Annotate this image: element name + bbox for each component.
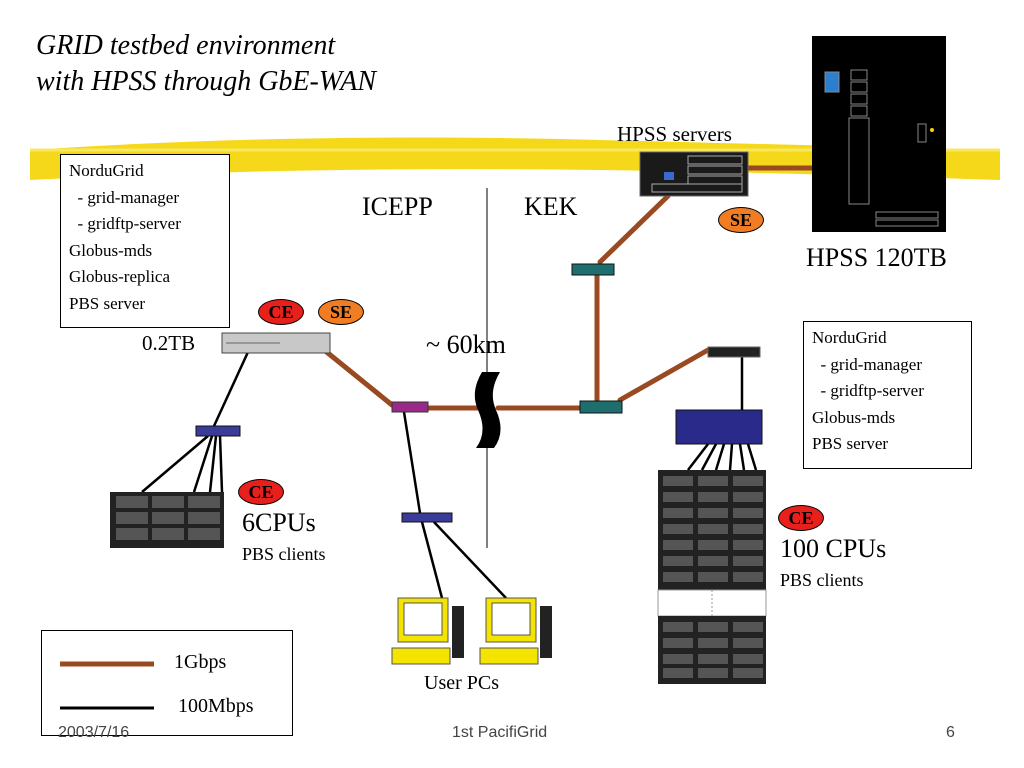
legend-swatches bbox=[60, 661, 154, 710]
hpss-servers-label: HPSS servers bbox=[617, 122, 732, 146]
kek-box-line: NorduGrid bbox=[812, 328, 887, 347]
site-label-kek: KEK bbox=[524, 192, 578, 221]
hpss-tape-library bbox=[812, 36, 946, 232]
hub-kek-cluster bbox=[675, 409, 763, 445]
user-pc-1 bbox=[391, 597, 464, 665]
kek-box-line: Globus-mds bbox=[812, 407, 896, 427]
icepp-cpus-label: 6CPUs bbox=[242, 508, 316, 537]
legend-label-1gbps: 1Gbps bbox=[174, 651, 227, 673]
icepp-software-box: NorduGrid - grid-manager - gridftp-serve… bbox=[60, 154, 230, 328]
kek-box-line: PBS server bbox=[812, 434, 889, 453]
icepp-box-line: PBS server bbox=[69, 293, 146, 313]
icepp-storage-label: 0.2TB bbox=[142, 331, 196, 355]
title-line-1: GRID testbed environment bbox=[36, 30, 336, 61]
kek-cpus-label: 100 CPUs bbox=[780, 534, 887, 563]
kek-software-box: NorduGrid - grid-manager - gridftp-serve… bbox=[803, 321, 972, 469]
icepp-box-line: Globus-mds bbox=[69, 240, 153, 260]
switch-kek-upper bbox=[571, 263, 615, 276]
kek-box-line: - gridftp-server bbox=[812, 381, 924, 400]
switch-kek-core bbox=[579, 400, 623, 414]
user-pcs-label: User PCs bbox=[424, 672, 500, 694]
ce-badge-icepp: CE bbox=[258, 299, 304, 325]
hpss-server bbox=[639, 151, 749, 197]
footer-event: 1st PacifiGrid bbox=[452, 724, 548, 741]
hpss-storage-label: HPSS 120TB bbox=[806, 243, 947, 272]
legend-label-100mbps: 100Mbps bbox=[178, 695, 254, 717]
icepp-box-line: NorduGrid bbox=[69, 161, 144, 180]
title-line-2: with HPSS through GbE-WAN bbox=[36, 66, 376, 97]
ce-badge-icepp-cluster: CE bbox=[238, 479, 284, 505]
kek-box-line: - grid-manager bbox=[812, 354, 922, 374]
link-icepp-storage-router bbox=[315, 342, 395, 408]
se-badge-icepp: SE bbox=[318, 299, 364, 325]
slide-title: GRID testbed environment with HPSS throu… bbox=[36, 28, 376, 100]
ce-badge-kek-cluster: CE bbox=[778, 505, 824, 531]
hub-user-pcs bbox=[401, 512, 453, 523]
legend: 1Gbps 100Mbps bbox=[41, 630, 293, 736]
icepp-role-label: PBS clients bbox=[242, 544, 326, 564]
footer-page-number: 6 bbox=[946, 724, 955, 741]
kek-role-label: PBS clients bbox=[780, 570, 864, 590]
icepp-box-line: Globus-replica bbox=[69, 267, 171, 286]
switch-kek-cluster-top bbox=[707, 346, 761, 358]
wan-break-symbol bbox=[474, 372, 501, 448]
distance-label: ~ 60km bbox=[426, 330, 506, 359]
icepp-box-line: - grid-manager bbox=[69, 187, 179, 207]
link-kek-switch-cluster bbox=[617, 347, 711, 403]
hub-icepp-cluster bbox=[195, 425, 241, 437]
link-storage-hub bbox=[212, 351, 250, 427]
link-router-pc-hub bbox=[402, 411, 422, 514]
se-badge-hpss: SE bbox=[718, 207, 764, 233]
icepp-box-line: - gridftp-server bbox=[69, 214, 181, 233]
user-pc-2 bbox=[479, 597, 552, 665]
footer-date: 2003/7/16 bbox=[58, 724, 130, 741]
link-upper-hpss bbox=[597, 193, 671, 265]
router-icepp bbox=[391, 401, 429, 413]
kek-cluster-rack bbox=[657, 470, 767, 684]
site-label-icepp: ICEPP bbox=[362, 192, 433, 221]
icepp-cluster-rack bbox=[110, 492, 224, 548]
